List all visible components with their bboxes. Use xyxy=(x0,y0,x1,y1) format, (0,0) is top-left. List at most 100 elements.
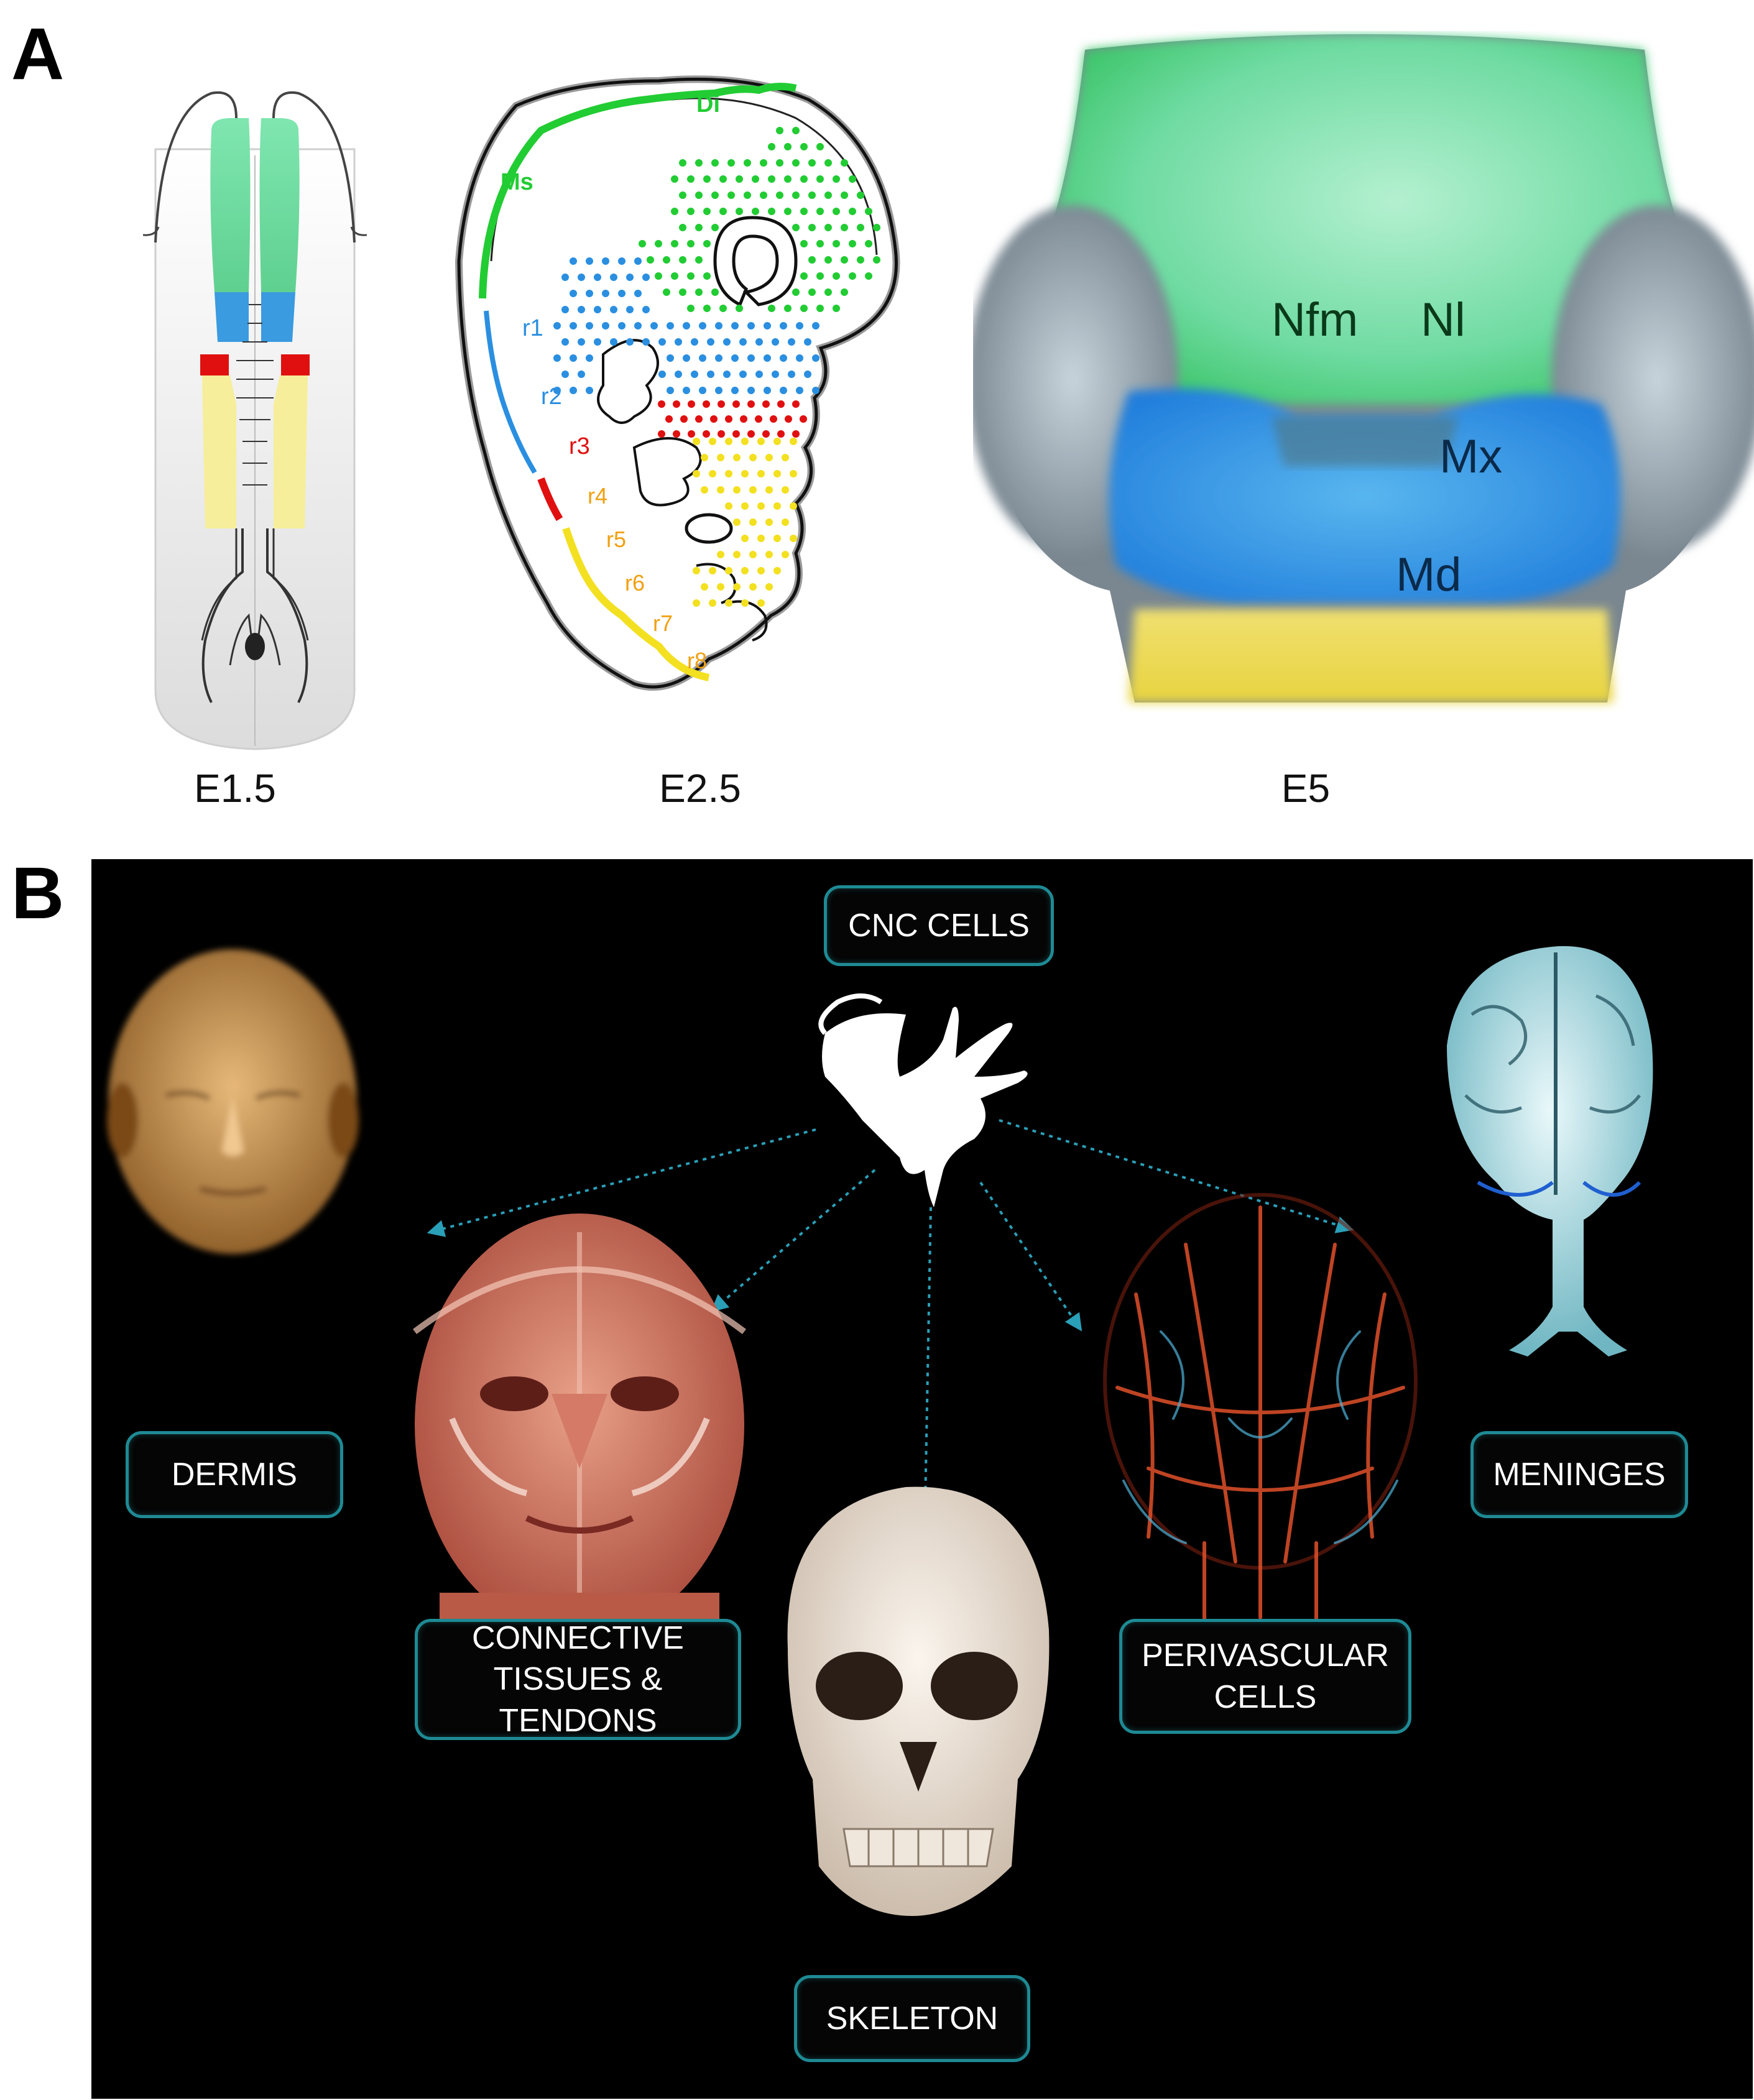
crest-cell-dot xyxy=(816,272,824,280)
box-dermis-label: DERMIS xyxy=(171,1456,298,1493)
crest-cell-dot xyxy=(663,288,670,296)
crest-cell-dot xyxy=(784,208,792,215)
crest-cell-dot xyxy=(709,438,716,445)
crest-cell-dot xyxy=(760,191,767,199)
crest-cell-dot xyxy=(808,159,816,167)
crest-cell-dot xyxy=(873,224,880,231)
crest-cell-dot xyxy=(701,486,708,494)
crest-cell-dot xyxy=(717,551,724,558)
crest-cell-dot xyxy=(634,257,642,265)
crest-cell-dot xyxy=(788,338,795,346)
crest-cell-dot xyxy=(768,208,775,215)
crest-cell-dot xyxy=(833,208,840,215)
crest-cell-dot xyxy=(776,191,783,199)
crest-cell-dot xyxy=(671,208,678,215)
crest-cell-dot xyxy=(634,290,642,297)
crest-cell-dot xyxy=(695,415,703,423)
crest-cell-dot xyxy=(687,208,695,215)
crest-cell-dot xyxy=(833,305,840,312)
crest-cell-dot xyxy=(833,240,840,247)
box-cnc-cells-label: CNC CELLS xyxy=(848,907,1030,944)
crest-cell-dot xyxy=(553,387,561,394)
crest-cell-dot xyxy=(667,387,674,394)
crest-cell-dot xyxy=(784,305,792,312)
crest-cell-dot xyxy=(733,551,741,558)
crest-cell-dot xyxy=(618,322,625,329)
crest-cell-dot xyxy=(816,175,824,183)
crest-cell-dot xyxy=(765,518,773,526)
crest-cell-dot xyxy=(792,127,800,134)
crest-cell-dot xyxy=(725,415,732,423)
crest-cell-dot xyxy=(725,599,732,607)
crest-cell-dot xyxy=(849,272,856,280)
crest-cell-dot xyxy=(647,256,654,264)
crest-cell-dot xyxy=(773,567,781,574)
crest-cell-dot xyxy=(747,400,755,408)
crest-cell-dot xyxy=(679,191,686,199)
crest-cell-dot xyxy=(741,567,749,574)
arrow-to-dermis xyxy=(427,1128,816,1237)
panel-a-letter: A xyxy=(11,13,65,95)
crest-cell-dot xyxy=(715,387,722,394)
arrow-to-meninges xyxy=(999,1119,1354,1233)
crest-cell-dot xyxy=(782,454,789,461)
crest-cell-dot xyxy=(570,354,577,362)
crest-cell-dot xyxy=(610,338,617,346)
crest-cell-dot xyxy=(658,371,666,378)
crest-cell-dot xyxy=(812,387,819,394)
crest-cell-dot xyxy=(773,535,781,542)
crest-cell-dot xyxy=(586,290,593,297)
crest-cell-dot xyxy=(749,486,757,494)
crest-cell-dot xyxy=(687,305,695,312)
box-skeleton: SKELETON xyxy=(794,1975,1030,2062)
crest-cell-dot xyxy=(626,274,634,281)
crest-cell-dot xyxy=(816,143,824,150)
crest-cell-dot xyxy=(773,502,781,510)
crest-cell-dot xyxy=(739,338,747,346)
crest-cell-dot xyxy=(650,322,658,329)
crest-cell-dot xyxy=(667,354,674,362)
crest-cell-dot xyxy=(792,224,800,231)
crest-cell-dot xyxy=(780,322,787,329)
crest-cell-dot xyxy=(634,322,642,329)
crest-cell-dot xyxy=(711,288,719,296)
box-connective-tissues: CONNECTIVE TISSUES & TENDONS xyxy=(415,1619,741,1740)
crest-cell-dot xyxy=(752,175,759,183)
crest-cell-dot xyxy=(857,191,864,199)
label-md: Md xyxy=(1396,548,1462,601)
vasculature-image xyxy=(1103,1193,1418,1626)
crest-cell-dot xyxy=(561,306,569,313)
crest-cell-dot xyxy=(757,599,765,607)
crest-cell-dot xyxy=(711,224,719,231)
crest-cell-dot xyxy=(824,288,832,296)
crest-cell-dot xyxy=(841,191,848,199)
crest-cell-dot xyxy=(709,599,716,607)
panel-b-letter: B xyxy=(11,852,65,934)
crest-cell-dot xyxy=(790,535,797,542)
crest-cell-dot xyxy=(731,322,739,329)
label-ms: Ms xyxy=(501,169,533,195)
crest-cell-dot xyxy=(709,470,716,477)
crest-cell-dot xyxy=(732,400,740,408)
crest-cell-dot xyxy=(741,599,749,607)
crest-cell-dot xyxy=(765,583,773,591)
crest-cell-dot xyxy=(765,551,773,558)
e25-embryo-illustration: Di Ms r1 r2 r3 r4 r5 r6 r7 r8 xyxy=(455,75,900,691)
crest-cell-dot xyxy=(780,387,787,394)
crest-cell-dot xyxy=(764,387,771,394)
crest-cell-dot xyxy=(667,322,674,329)
crest-cell-dot xyxy=(673,430,680,438)
crest-cell-dot xyxy=(561,338,569,346)
crest-cell-dot xyxy=(804,338,811,346)
crest-cell-dot xyxy=(679,288,686,296)
stage-label-e5: E5 xyxy=(1281,766,1331,811)
crest-cell-dot xyxy=(701,454,708,461)
crest-cell-dot xyxy=(757,438,765,445)
skull-image xyxy=(787,1486,1050,1916)
crest-cell-dot xyxy=(790,470,797,477)
crest-cell-dot xyxy=(865,272,872,280)
crest-cell-dot xyxy=(755,338,763,346)
crest-cell-dot xyxy=(762,430,770,438)
crest-cell-dot xyxy=(824,191,832,199)
box-connective-line3: TENDONS xyxy=(499,1702,657,1739)
